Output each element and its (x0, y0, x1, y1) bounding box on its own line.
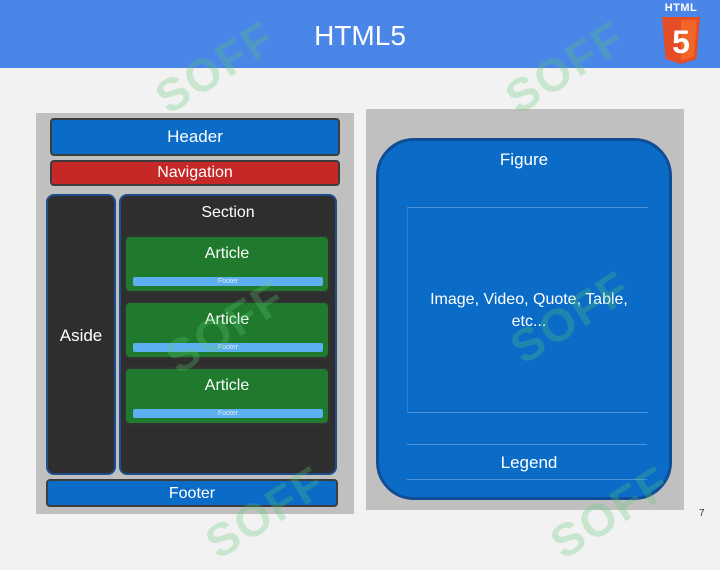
html5-logo-number: 5 (672, 24, 690, 60)
article-footer-2: Footer (133, 343, 323, 352)
html5-shield-icon: 5 (662, 17, 700, 64)
figure-content-frame (407, 207, 648, 413)
navigation-element: Navigation (50, 160, 340, 186)
figure-content-line-1: Image, Video, Quote, Table, (430, 291, 628, 308)
figure-element: Figure Image, Video, Quote, Table, etc..… (376, 138, 672, 500)
figure-content-line-2: etc... (511, 313, 547, 330)
header-element: Header (50, 118, 340, 156)
article-footer-1: Footer (133, 277, 323, 286)
aside-element: Aside (46, 194, 116, 475)
section-label: Section (201, 204, 255, 221)
article-label: Article (204, 311, 250, 328)
title-bar (0, 0, 720, 68)
article-footer-3: Footer (133, 409, 323, 418)
html5-logo: HTML 5 (656, 2, 706, 66)
legend-frame (407, 444, 647, 480)
slide-title: HTML5 (314, 20, 406, 51)
figure-content-text: Image, Video, Quote, Table, etc... (409, 289, 649, 333)
legend-label: Legend (500, 453, 558, 472)
article-label: Article (204, 245, 250, 262)
html5-logo-word: HTML (664, 2, 698, 14)
footer-element: Footer (46, 479, 338, 507)
figure-label: Figure (499, 150, 549, 169)
article-label: Article (204, 377, 250, 394)
page-number: 7 (699, 508, 705, 519)
